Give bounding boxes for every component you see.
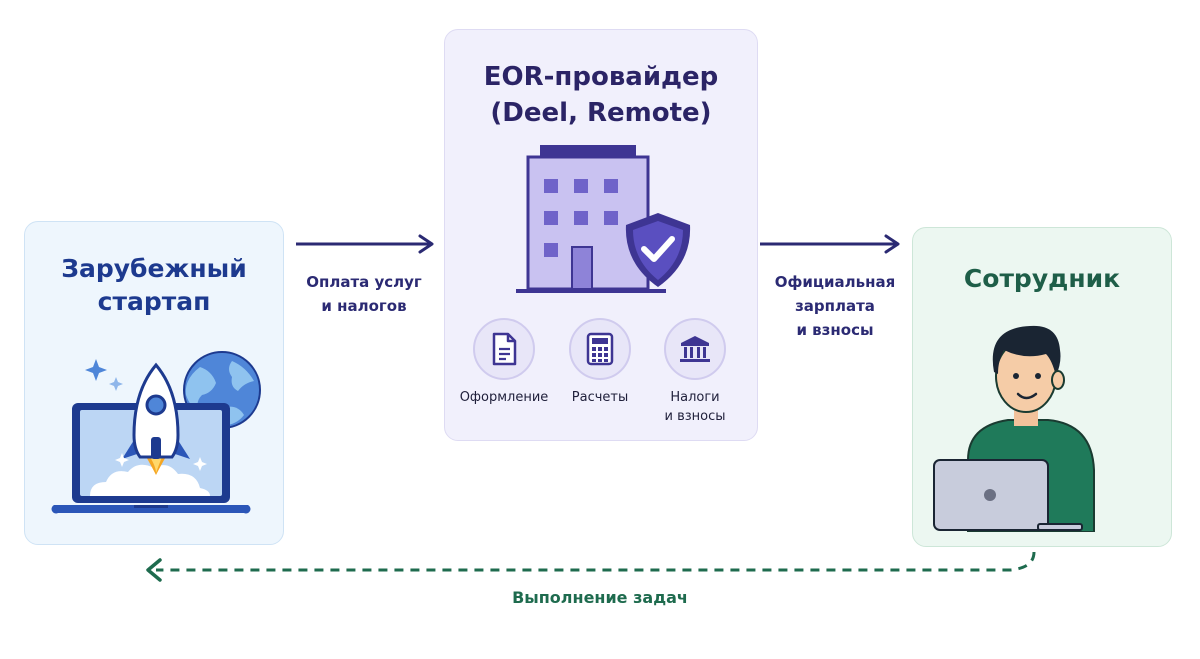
salary-arrow-label: Официальная зарплата и взносы <box>760 270 910 342</box>
employee-title: Сотрудник <box>963 264 1121 293</box>
document-icon <box>492 332 517 366</box>
service-circle <box>569 318 631 380</box>
payment-arrow <box>296 234 434 254</box>
service-item-registration: Оформление <box>456 318 552 407</box>
rocket-icon <box>122 362 190 475</box>
salary-arrow <box>760 234 900 254</box>
calculator-icon <box>586 332 614 366</box>
tasks-arrow <box>146 551 1036 582</box>
salary-arrow-label-line: Официальная <box>774 273 896 291</box>
person-with-laptop-icon <box>933 325 1095 532</box>
service-circle <box>473 318 535 380</box>
startup-title-line: Зарубежный <box>61 254 247 283</box>
tasks-arrow-label: Выполнение задач <box>512 588 688 607</box>
service-item-payroll: Расчеты <box>552 318 648 407</box>
rocket-laptop-globe-icon <box>51 351 261 514</box>
payment-arrow-label: Оплата услуг и налогов <box>286 270 442 318</box>
bank-building-icon <box>680 336 710 362</box>
office-building-shield-icon <box>516 145 691 293</box>
laptop-icon <box>933 459 1083 531</box>
service-item-taxes: Налоги и взносы <box>647 318 743 426</box>
eor-provider-title-line: (Deel, Remote) <box>490 98 712 128</box>
service-label: Налоги и взносы <box>647 388 743 426</box>
shield-check-icon <box>625 213 691 287</box>
service-label-line: и взносы <box>664 409 726 424</box>
payment-arrow-label-line: и налогов <box>321 297 407 315</box>
service-label-line: Налоги <box>670 390 720 405</box>
salary-arrow-label-line: зарплата <box>795 297 875 315</box>
office-building-icon <box>516 145 666 293</box>
service-label: Расчеты <box>571 390 629 405</box>
eor-provider-title-line: EOR-провайдер <box>483 62 719 92</box>
eor-provider-title: EOR-провайдер (Deel, Remote) <box>444 59 758 131</box>
service-label: Оформление <box>459 390 549 405</box>
startup-title-line: стартап <box>97 287 211 316</box>
startup-title: Зарубежный стартап <box>24 252 284 318</box>
salary-arrow-label-line: и взносы <box>796 321 874 339</box>
payment-arrow-label-line: Оплата услуг <box>306 273 422 291</box>
service-circle <box>664 318 726 380</box>
